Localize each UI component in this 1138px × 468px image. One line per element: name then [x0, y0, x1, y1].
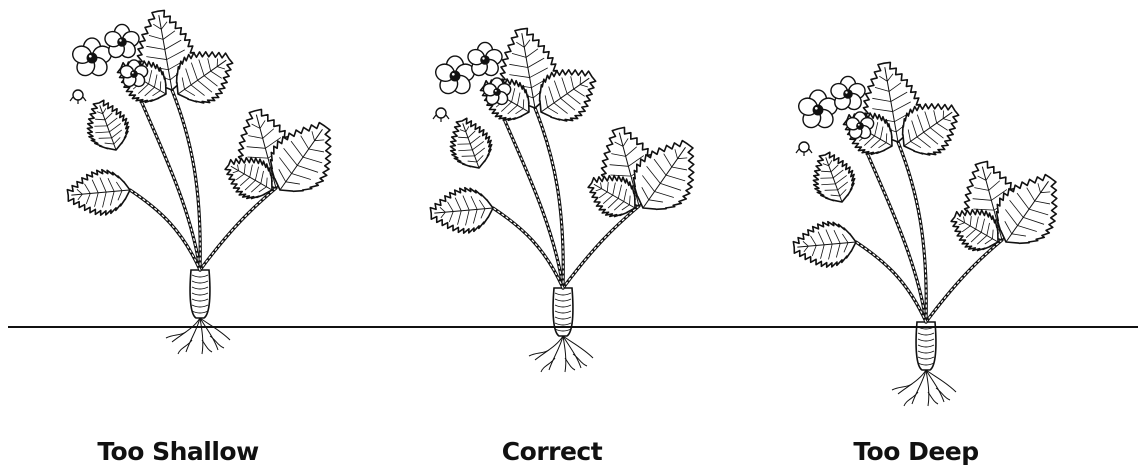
- crown: [916, 322, 936, 370]
- plant-too-deep: [792, 58, 1076, 406]
- leaf-mid-left: [79, 95, 136, 157]
- stem-leaf-right: [200, 188, 276, 270]
- roots: [892, 370, 956, 406]
- caption-correct: Correct: [402, 437, 702, 467]
- plant-too-shallow: [66, 6, 350, 354]
- flower-bud: [433, 108, 449, 122]
- stem-leaf-left: [856, 242, 926, 322]
- flower-bud: [70, 90, 86, 104]
- stem-leaf-right: [563, 206, 639, 288]
- plant-correct: [429, 24, 713, 372]
- caption-too-shallow: Too Shallow: [28, 437, 328, 467]
- leaf-left: [429, 185, 495, 236]
- crown: [190, 270, 210, 318]
- flower-bud: [796, 142, 812, 156]
- stem-leaf-right: [926, 240, 1002, 322]
- stem-leaf-left: [493, 208, 563, 288]
- leaf-mid-left: [805, 147, 862, 209]
- crown: [553, 288, 573, 336]
- leaf-left: [66, 167, 132, 218]
- roots: [529, 336, 593, 372]
- roots: [166, 318, 230, 354]
- caption-too-deep: Too Deep: [766, 437, 1066, 467]
- leaf-left: [792, 219, 858, 270]
- stem-leaf-left: [130, 190, 200, 270]
- leaf-mid-left: [442, 113, 499, 175]
